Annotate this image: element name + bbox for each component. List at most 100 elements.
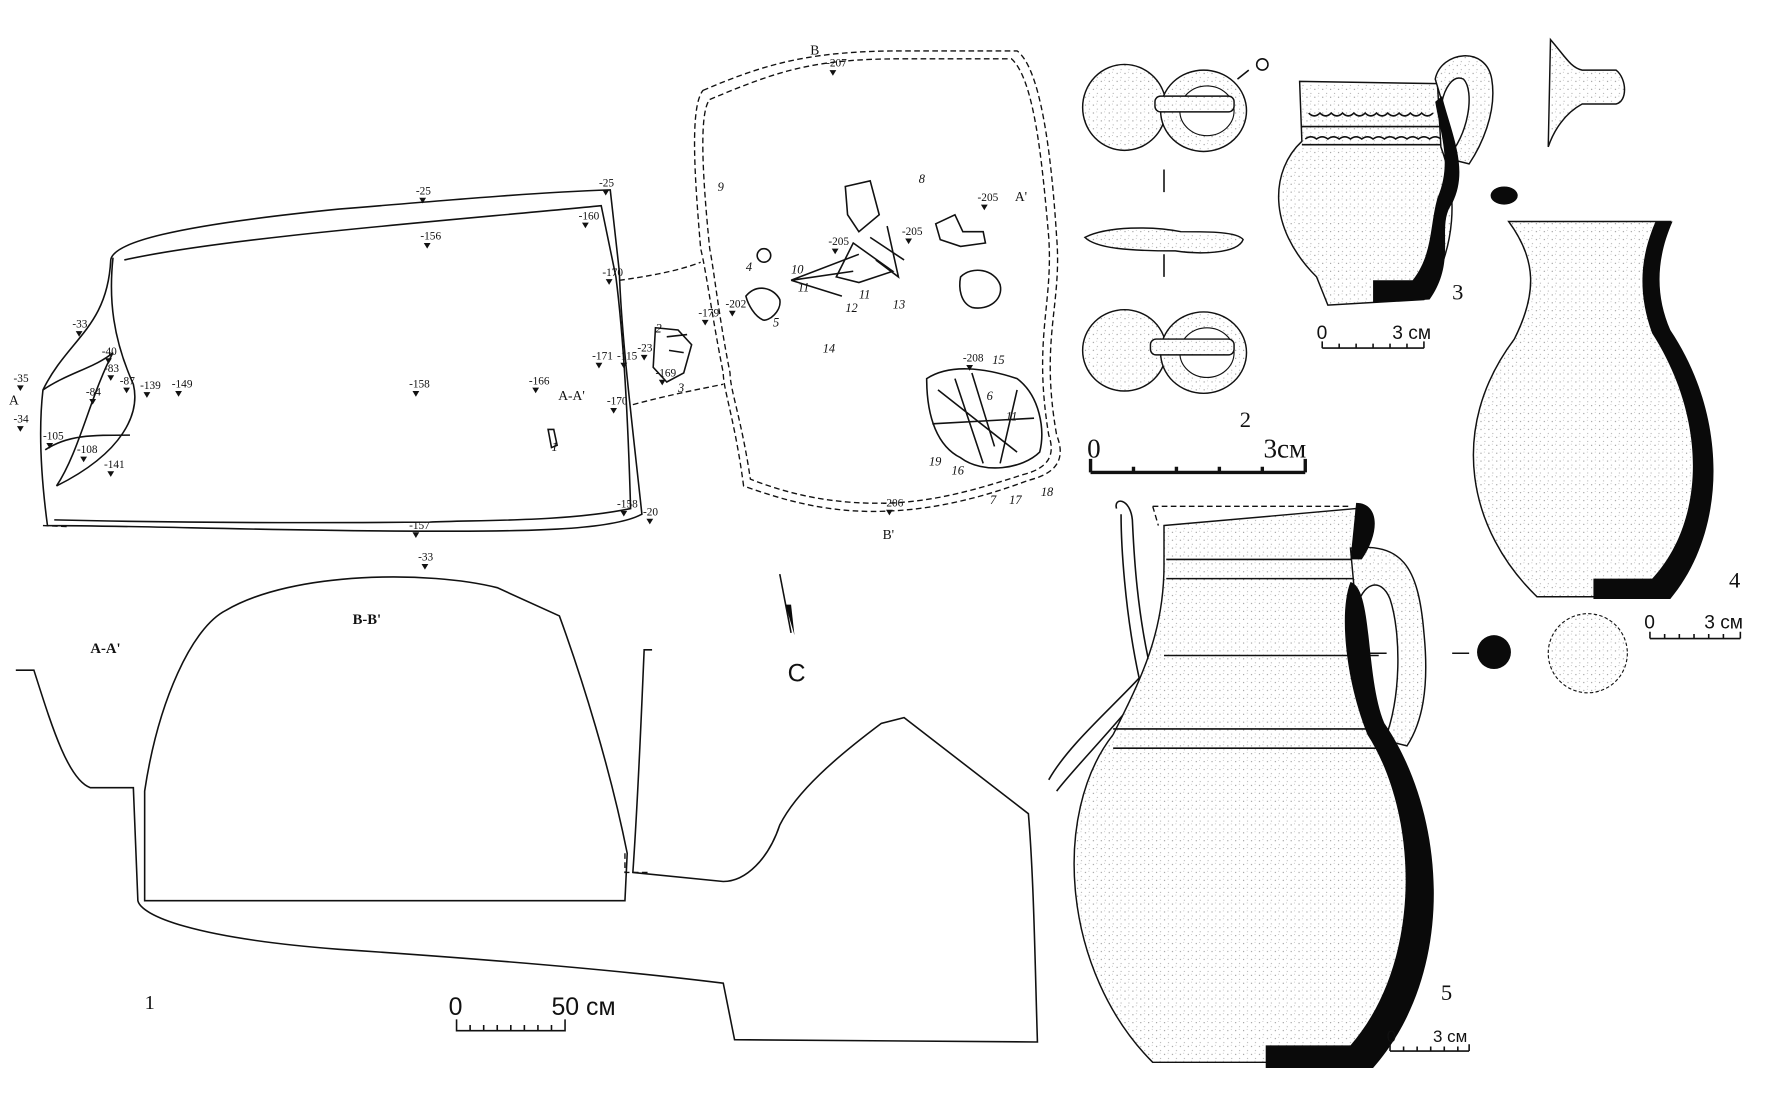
depth-mark: -179 xyxy=(698,307,719,319)
figure-number-1: 1 xyxy=(145,992,155,1014)
find-number: 12 xyxy=(845,301,857,315)
depth-triangle-icon xyxy=(421,563,429,570)
depth-mark: -207 xyxy=(826,58,847,70)
depth-mark: -34 xyxy=(14,414,29,426)
scale-end: 3 см xyxy=(1392,323,1431,344)
section-markers: AA'BB'A-A' xyxy=(9,42,1027,542)
depth-triangle-icon xyxy=(905,238,912,245)
depth-triangle-icon xyxy=(107,375,115,381)
north-label: С xyxy=(788,659,806,687)
depth-triangle-icon xyxy=(423,243,431,249)
depth-triangle-icon xyxy=(143,392,151,398)
section-marker: A xyxy=(9,393,19,408)
find-number: 17 xyxy=(1009,493,1022,507)
find-number: 11 xyxy=(1006,409,1018,423)
artifact-number-4: 4 xyxy=(1729,568,1740,593)
depth-triangle-icon xyxy=(123,387,130,394)
depth-triangle-icon xyxy=(980,204,988,211)
depth-mark: -205 xyxy=(902,226,923,238)
artifact-jug: 5 0 3 см xyxy=(1048,500,1511,1068)
depth-triangle-icon xyxy=(701,319,709,326)
depth-mark: -205 xyxy=(828,236,849,248)
section-marker: A-A' xyxy=(558,388,585,403)
depth-triangle-icon xyxy=(620,510,628,517)
section-profiles: A-A' B-B' 1 xyxy=(15,576,1039,1043)
depth-triangle-icon xyxy=(602,189,610,196)
depth-mark: -115 xyxy=(617,350,638,362)
depth-mark: -202 xyxy=(726,298,747,310)
depth-mark: -25 xyxy=(599,177,614,189)
depth-triangle-icon xyxy=(582,222,589,229)
depth-mark: -158 xyxy=(409,379,430,391)
find-number: 16 xyxy=(952,464,965,478)
depth-mark: -171 xyxy=(592,350,613,362)
find-number: 14 xyxy=(823,342,835,356)
artifact-mug: 3 0 3 см xyxy=(1277,37,1626,349)
plan-scale-bar: 0 50 см xyxy=(449,993,616,1032)
find-number: 7 xyxy=(990,493,997,507)
find-number: 6 xyxy=(987,389,994,403)
scale-end: 3 см xyxy=(1433,1027,1467,1046)
depth-mark: -33 xyxy=(72,319,87,331)
scale-zero: 0 xyxy=(449,993,463,1021)
depth-triangle-icon xyxy=(89,398,97,405)
depth-mark: -160 xyxy=(579,210,600,222)
depth-mark: -157 xyxy=(409,520,430,532)
depth-triangle-icon xyxy=(80,456,88,463)
depth-triangle-icon xyxy=(646,518,654,525)
depth-mark: -33 xyxy=(418,552,433,564)
depth-triangle-icon xyxy=(728,310,736,317)
depth-triangle-icon xyxy=(419,197,427,204)
depth-mark: -149 xyxy=(172,379,193,391)
artifact-jar: 4 0 3 см xyxy=(1472,220,1743,694)
depth-triangle-icon xyxy=(46,443,54,449)
find-number: 2 xyxy=(655,321,661,335)
find-number: 1 xyxy=(551,440,557,454)
depth-mark: -84 xyxy=(86,387,101,399)
depth-triangle-icon xyxy=(107,471,115,477)
section-marker: B xyxy=(810,42,819,57)
scale-zero: 0 xyxy=(1087,434,1101,464)
depth-triangle-icon xyxy=(605,279,613,285)
find-number: 15 xyxy=(992,353,1004,367)
depth-mark: -87 xyxy=(120,375,135,387)
artifact-number-5: 5 xyxy=(1441,980,1452,1005)
depth-mark: -141 xyxy=(104,459,125,471)
scale-end: 3см xyxy=(1263,434,1306,464)
scale-zero: 0 xyxy=(1317,323,1328,344)
scale-zero: 0 xyxy=(1387,1027,1396,1046)
depth-triangle-icon xyxy=(966,365,974,371)
artifact-number-2: 2 xyxy=(1240,407,1251,432)
depth-mark: -139 xyxy=(140,380,161,392)
grave-plan xyxy=(39,50,1061,532)
scale-end: 3 см xyxy=(1704,612,1743,633)
find-number: 8 xyxy=(919,172,926,186)
depth-triangle-icon xyxy=(75,331,83,337)
section-bb-label: B-B' xyxy=(353,612,382,628)
depth-mark: -170 xyxy=(607,396,628,408)
find-number: 11 xyxy=(798,281,810,295)
find-number: 10 xyxy=(791,263,804,277)
depth-triangle-icon xyxy=(105,358,112,364)
depth-triangle-icon xyxy=(412,391,420,397)
find-number: 3 xyxy=(677,381,684,395)
scale-end: 50 см xyxy=(551,993,615,1021)
depth-mark: -25 xyxy=(416,185,431,197)
depth-triangle-icon xyxy=(886,509,893,516)
depth-mark: -23 xyxy=(637,342,652,354)
north-arrow: С xyxy=(778,573,806,687)
depth-mark: -205 xyxy=(978,192,999,204)
depth-mark: -156 xyxy=(420,231,441,243)
depth-marks: -25-156-25-160-170-33-40-83-84-87-139-14… xyxy=(14,58,999,570)
find-number: 13 xyxy=(893,298,905,312)
depth-triangle-icon xyxy=(175,391,182,397)
find-number: 5 xyxy=(773,316,779,330)
depth-mark: -170 xyxy=(602,267,623,279)
find-number: 19 xyxy=(929,455,942,469)
depth-triangle-icon xyxy=(831,248,839,255)
depth-triangle-icon xyxy=(658,379,666,386)
depth-triangle-icon xyxy=(829,70,837,76)
artifact-buckle: 2 0 3см xyxy=(1081,58,1307,475)
